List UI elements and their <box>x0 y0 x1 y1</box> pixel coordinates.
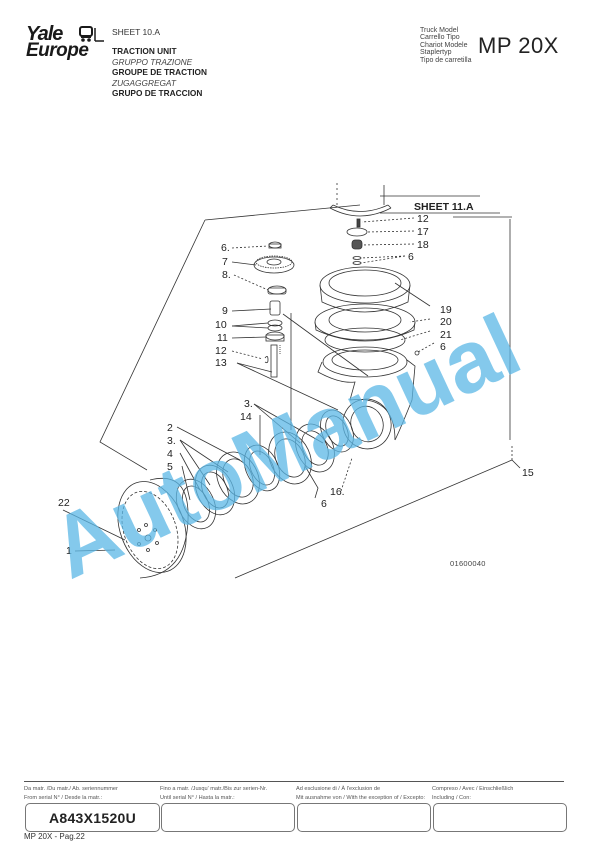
page-number: MP 20X - Pag.22 <box>24 832 85 841</box>
exclusion-field[interactable] <box>297 803 431 832</box>
callout-9: 9 <box>222 305 228 317</box>
exploded-view-diagram: SHEET 11.A 12 17 18 6 6. 7 8. 9 10 11 12… <box>58 183 534 579</box>
callout-19: 19 <box>440 304 452 316</box>
model-name: MP 20X <box>478 33 559 58</box>
callout-3: 3. <box>244 398 253 410</box>
assembly-bracket-line <box>99 219 206 471</box>
callout-13: 13 <box>215 357 227 369</box>
callout-20: 20 <box>440 316 452 328</box>
until-serial-label-line1: Fino a matr. /Jusqu' matr./Bis zur serie… <box>160 786 268 792</box>
from-serial-value: A843X1520U <box>48 809 137 826</box>
callout-2: 2 <box>167 422 173 434</box>
callout-1: 1 <box>66 545 72 557</box>
model-label-it: Carrello Tipo <box>420 34 460 42</box>
callout-6: 6 <box>321 498 327 510</box>
including-label-line2: Including / Con: <box>432 794 471 801</box>
callout-12: 12 <box>417 213 429 225</box>
callout-16: 16. <box>330 486 345 498</box>
title-it: GRUPPO TRAZIONE <box>112 56 193 67</box>
yale-europe-logo: Yale Europe <box>26 23 108 61</box>
model-label-es: Tipo de carretilla <box>420 56 472 64</box>
from-serial-field[interactable]: A843X1520U <box>25 803 160 832</box>
from-serial-label-line1: Da matr. /Du matr./ Ab. seriennummer <box>24 786 118 792</box>
title-es: GRUPO DE TRACCION <box>112 88 203 99</box>
model-labels: Truck Model Carrello Tipo Chariot Modele… <box>420 27 472 64</box>
exclusion-label: Ad esclusione di / À l'exclusion de Mit … <box>296 785 425 802</box>
callout-3: 3. <box>167 435 176 447</box>
callout-18: 18 <box>417 239 429 251</box>
callout-6: 6 <box>440 341 446 353</box>
logo-text-yale: Yale <box>26 23 63 45</box>
until-serial-label: Fino a matr. /Jusqu' matr./Bis zur serie… <box>160 785 267 802</box>
from-serial-label: Da matr. /Du matr./ Ab. seriennummer Fro… <box>24 785 118 802</box>
callout-17: 17 <box>417 226 429 238</box>
callout-7: 7 <box>222 256 228 268</box>
title-de: ZUGAGGREGAT <box>112 77 176 88</box>
from-serial-label-line2: From serial N° / Desde la matr.: <box>24 794 103 801</box>
model-label-de: Staplertyp <box>420 49 452 57</box>
callout-6: 6. <box>221 242 230 254</box>
callout-15: 15 <box>522 467 534 479</box>
assembly-bracket-line <box>204 204 361 221</box>
callout-5: 5 <box>167 461 173 473</box>
callout-8: 8. <box>222 269 231 281</box>
section-titles: TRACTION UNIT GRUPPO TRAZIONE GROUPE DE … <box>112 46 207 99</box>
forklift-truck-icon <box>79 26 104 42</box>
callout-11: 11 <box>217 332 228 344</box>
callout-12: 12 <box>215 345 227 357</box>
including-field[interactable] <box>433 803 567 832</box>
until-serial-field[interactable] <box>161 803 295 832</box>
callout-21: 21 <box>440 329 452 341</box>
including-label-line1: Compreso / Avec / Einschließlich <box>432 786 514 792</box>
title-en: TRACTION UNIT <box>112 46 177 56</box>
callout-14: 14 <box>240 411 252 423</box>
model-label-fr: Chariot Modele <box>420 41 468 49</box>
callout-4: 4 <box>167 448 173 460</box>
drawing-code: 01600040 <box>450 559 486 568</box>
footer-divider <box>24 781 564 782</box>
exclusion-label-line1: Ad esclusione di / À l'exclusion de <box>296 786 381 792</box>
model-label-en: Truck Model <box>420 27 459 34</box>
until-serial-label-line2: Until serial N° / Hasta la matr.: <box>160 794 235 801</box>
callout-6: 6 <box>408 251 414 263</box>
logo-text-europe: Europe <box>26 40 89 61</box>
reference-sheet-label: SHEET 11.A <box>414 201 474 213</box>
including-label: Compreso / Avec / Einschließlich Includi… <box>432 785 513 802</box>
callout-10: 10 <box>215 319 227 331</box>
callout-22: 22 <box>58 497 70 509</box>
title-fr: GROUPE DE TRACTION <box>112 67 207 78</box>
sheet-id: SHEET 10.A <box>112 27 161 37</box>
exclusion-label-line2: Mit ausnahme von / With the exception of… <box>296 794 426 801</box>
